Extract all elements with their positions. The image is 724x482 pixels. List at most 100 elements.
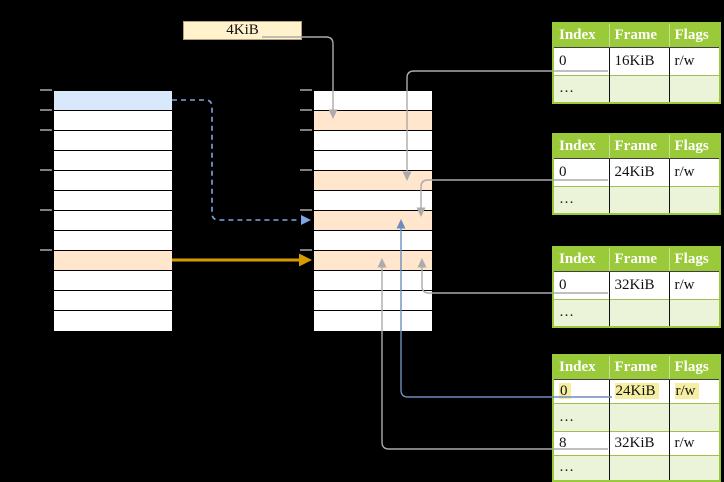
memory-row-white [314, 131, 432, 151]
index-cell: 0 [553, 270, 610, 299]
col-header-flags: Flags [669, 134, 720, 159]
address-tick [40, 169, 52, 171]
frame-cell: 24KiB [609, 157, 670, 186]
flags-cell [669, 74, 720, 103]
flags-cell [669, 298, 720, 327]
table-row-ellipsis: … [553, 185, 720, 214]
memory-row-white [54, 111, 172, 131]
flags-cell: r/w [669, 430, 720, 455]
memory-row-white [54, 291, 172, 311]
highlighted-value: 0 [559, 382, 571, 399]
memory-row-white [314, 271, 432, 291]
memory-row-white [54, 131, 172, 151]
index-cell: … [553, 454, 610, 481]
memory-row-orange [314, 211, 432, 231]
memory-row-orange [54, 251, 172, 271]
table-row: 8 32KiB r/w [553, 430, 720, 455]
table-header-row: Index Frame Flags [553, 355, 720, 380]
col-header-frame: Frame [609, 247, 670, 272]
memory-row-white [54, 311, 172, 331]
address-tick [300, 89, 312, 91]
col-header-frame: Frame [609, 23, 670, 48]
index-cell: … [553, 185, 610, 214]
virtual-memory-column [53, 90, 173, 332]
address-tick [300, 209, 312, 211]
page-table-2: Index Frame Flags 0 24KiB r/w … [552, 133, 721, 215]
frame-cell: 16KiB [609, 46, 670, 75]
highlighted-value: r/w [674, 382, 699, 399]
index-cell: … [553, 402, 610, 431]
memory-row-white [54, 191, 172, 211]
memory-row-orange [314, 251, 432, 271]
page-table-1: Index Frame Flags 0 16KiB r/w … [552, 22, 721, 104]
memory-row-white [314, 311, 432, 331]
flags-cell: r/w [669, 46, 720, 75]
table-header-row: Index Frame Flags [553, 23, 720, 48]
memory-row-orange [314, 111, 432, 131]
flags-cell [669, 454, 720, 481]
memory-row-white [314, 91, 432, 111]
col-header-flags: Flags [669, 23, 720, 48]
frame-cell [609, 402, 670, 431]
address-ticks-left [40, 0, 52, 482]
memory-row-white [54, 231, 172, 251]
memory-row-white [54, 211, 172, 231]
index-cell: 0 [553, 157, 610, 186]
memory-row-white [314, 291, 432, 311]
physical-memory-column [313, 90, 433, 332]
memory-row-orange [314, 171, 432, 191]
memory-row-white [54, 151, 172, 171]
flags-cell [669, 185, 720, 214]
table-row-highlighted: 0 24KiB r/w [553, 378, 720, 403]
table-row-ellipsis: … [553, 454, 720, 481]
highlighted-value: 24KiB [614, 382, 659, 399]
index-cell: … [553, 298, 610, 327]
col-header-index: Index [553, 355, 610, 380]
frame-cell [609, 454, 670, 481]
col-header-index: Index [553, 23, 610, 48]
address-ticks-middle [300, 0, 312, 482]
memory-row-white [314, 231, 432, 251]
address-tick [300, 109, 312, 111]
memory-row-blue [54, 91, 172, 111]
page-table-3: Index Frame Flags 0 32KiB r/w … [552, 246, 721, 328]
col-header-frame: Frame [609, 355, 670, 380]
col-header-index: Index [553, 247, 610, 272]
table-row: 0 16KiB r/w [553, 46, 720, 75]
address-tick [300, 249, 312, 251]
table-row-ellipsis: … [553, 298, 720, 327]
frame-cell [609, 74, 670, 103]
memory-row-white [314, 191, 432, 211]
table-header-row: Index Frame Flags [553, 247, 720, 272]
address-tick [40, 129, 52, 131]
frame-cell: 24KiB [609, 378, 670, 403]
memory-row-white [54, 271, 172, 291]
table-row: 0 24KiB r/w [553, 157, 720, 186]
col-header-index: Index [553, 134, 610, 159]
address-tick [40, 89, 52, 91]
memory-row-white [314, 151, 432, 171]
index-cell: … [553, 74, 610, 103]
col-header-flags: Flags [669, 355, 720, 380]
address-tick [300, 129, 312, 131]
arrow-virtual-to-physical-dashed [172, 99, 311, 225]
memory-row-white [54, 171, 172, 191]
page-table-4: Index Frame Flags 0 24KiB r/w … 8 32KiB … [552, 354, 721, 482]
address-tick [40, 249, 52, 251]
page-size-label-box: 4KiB [183, 21, 302, 40]
frame-cell [609, 298, 670, 327]
flags-cell: r/w [669, 270, 720, 299]
page-size-label: 4KiB [226, 22, 259, 38]
index-cell: 0 [553, 378, 610, 403]
table-row-ellipsis: … [553, 402, 720, 431]
index-cell: 8 [553, 430, 610, 455]
frame-cell: 32KiB [609, 430, 670, 455]
frame-cell: 32KiB [609, 270, 670, 299]
flags-cell [669, 402, 720, 431]
table-header-row: Index Frame Flags [553, 134, 720, 159]
table-row-ellipsis: … [553, 74, 720, 103]
flags-cell: r/w [669, 157, 720, 186]
address-tick [40, 109, 52, 111]
flags-cell: r/w [669, 378, 720, 403]
